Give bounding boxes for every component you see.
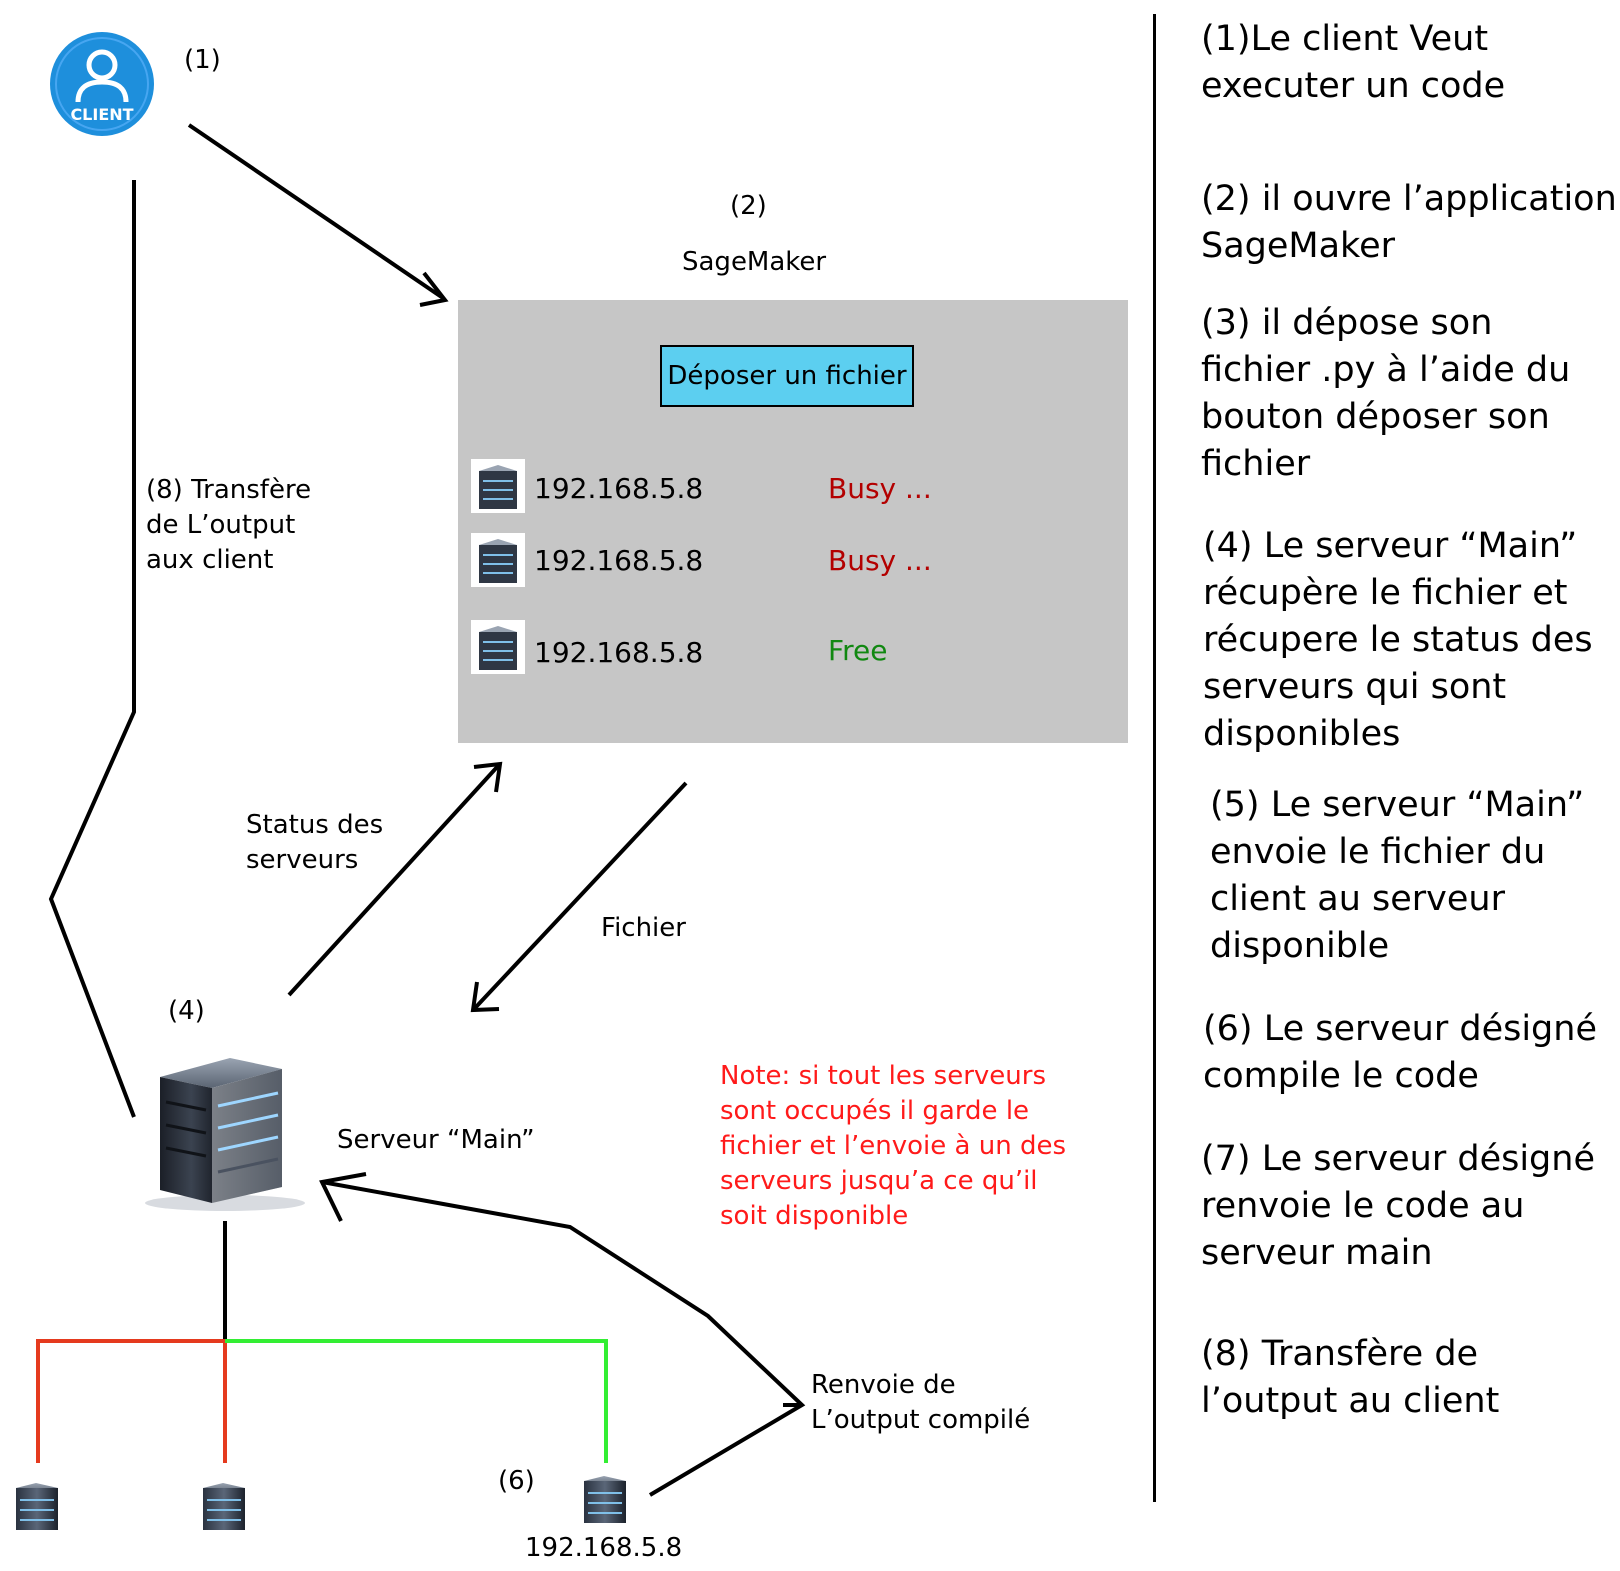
step-7-line: (7) Le serveur désigné (1201, 1139, 1595, 1179)
status-arrow (287, 764, 500, 997)
return-output-arrow (321, 1180, 806, 1497)
output-transfer-label: de L’output (146, 510, 296, 540)
step-3-line: bouton déposer son (1201, 397, 1550, 437)
status-label: Status des (246, 810, 384, 840)
worker-server-icon-1 (16, 1483, 58, 1530)
step-6-line: compile le code (1203, 1056, 1479, 1096)
step-3-line: fichier .py à l’aide du (1201, 350, 1571, 390)
step-8-line: l’output au client (1201, 1381, 1500, 1421)
step-5-line: disponible (1210, 926, 1390, 966)
server-status: Free (828, 634, 888, 667)
step-7-line: serveur main (1201, 1233, 1433, 1273)
step-1-line: executer un code (1201, 66, 1506, 106)
note-line: serveurs jusqu’a ce qu’il (720, 1166, 1038, 1196)
return-output-label: L’output compilé (811, 1405, 1031, 1435)
server-ip: 192.168.5.8 (534, 544, 704, 577)
step-4-line: (4) Le serveur “Main” (1203, 526, 1578, 566)
note-line: sont occupés il garde le (720, 1096, 1030, 1126)
note-line: Note: si tout les serveurs (720, 1061, 1047, 1091)
column-divider (1153, 14, 1156, 1502)
free-worker-link (225, 1339, 608, 1463)
server-status: Busy ... (828, 472, 932, 505)
status-label: serveurs (246, 845, 359, 875)
server-ip: 192.168.5.8 (534, 636, 704, 669)
step-4-line: disponibles (1203, 714, 1401, 754)
main-server-icon (145, 1058, 305, 1211)
step-3-line: (3) il dépose son (1201, 303, 1493, 343)
client-to-app-arrow (187, 123, 445, 300)
return-output-label: Renvoie de (811, 1370, 956, 1400)
step-4-line: récupere le status des (1203, 620, 1593, 660)
step-8-line: (8) Transfère de (1201, 1334, 1479, 1374)
server-ip: 192.168.5.8 (534, 472, 704, 505)
designated-step-marker: (6) (498, 1466, 535, 1496)
worker-server-icon-2 (203, 1483, 245, 1530)
note-line: fichier et l’envoie à un des (720, 1131, 1066, 1161)
step-1-line: (1)Le client Veut (1201, 19, 1489, 59)
worker-server-icon-3 (584, 1476, 626, 1523)
step-3-line: fichier (1201, 444, 1311, 484)
step-5-line: client au serveur (1210, 879, 1505, 919)
file-label: Fichier (601, 913, 686, 943)
app-title: SageMaker (682, 247, 827, 277)
server-icon (471, 533, 525, 587)
main-step-marker: (4) (168, 996, 205, 1026)
server-icon (471, 459, 525, 513)
client-user-icon: CLIENT (48, 30, 156, 138)
upload-file-button[interactable]: Déposer un fichier (660, 345, 914, 407)
client-step-marker: (1) (184, 45, 221, 75)
step-5-line: (5) Le serveur “Main” (1210, 785, 1585, 825)
output-transfer-label: (8) Transfère (146, 475, 312, 505)
step-4-line: serveurs qui sont (1203, 667, 1507, 707)
output-transfer-label: aux client (146, 545, 274, 575)
step-5-line: envoie le fichier du (1210, 832, 1546, 872)
step-4-line: récupère le fichier et (1203, 573, 1568, 613)
step-2-line: (2) il ouvre l’application (1201, 179, 1617, 219)
client-label: CLIENT (70, 105, 133, 124)
step-6-line: (6) Le serveur désigné (1203, 1009, 1597, 1049)
server-status: Busy ... (828, 544, 932, 577)
client-output-link (48, 180, 136, 1118)
busy-worker-links (36, 1339, 227, 1463)
designated-server-ip: 192.168.5.8 (525, 1533, 683, 1563)
app-step-marker: (2) (730, 191, 767, 221)
note-line: soit disponible (720, 1201, 909, 1231)
file-arrow (473, 781, 688, 1010)
step-2-line: SageMaker (1201, 226, 1396, 266)
step-7-line: renvoie le code au (1201, 1186, 1525, 1226)
server-icon (471, 620, 525, 674)
main-server-label: Serveur “Main” (337, 1125, 535, 1155)
